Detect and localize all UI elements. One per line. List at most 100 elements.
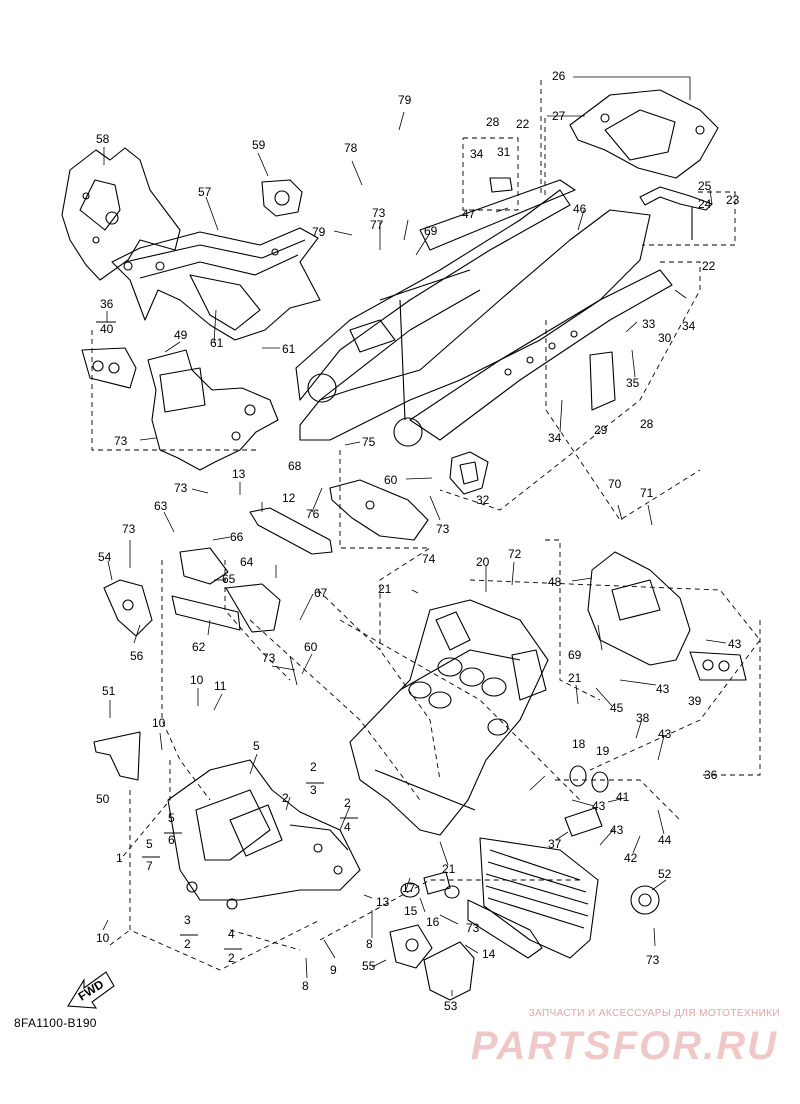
callout-10: 10 bbox=[190, 673, 204, 687]
callout-2e: 2 bbox=[228, 951, 235, 965]
callout-37: 37 bbox=[548, 837, 562, 851]
callout-51: 51 bbox=[102, 684, 116, 698]
part-15-16-17-bushings bbox=[400, 871, 460, 899]
callout-39: 39 bbox=[688, 694, 702, 708]
drawing-code: 8FA1100-B190 bbox=[14, 1016, 97, 1030]
callout-12: 12 bbox=[282, 491, 296, 505]
callout-30: 30 bbox=[658, 331, 672, 345]
watermark-logo: PARTSFOR.RU bbox=[470, 1024, 778, 1068]
callout-21b: 21 bbox=[568, 671, 582, 685]
part-1-front-frame bbox=[167, 759, 361, 910]
callout-63: 63 bbox=[154, 499, 168, 513]
callout-33: 33 bbox=[642, 317, 656, 331]
part-32-bracket bbox=[449, 451, 489, 495]
callout-2c: 2 bbox=[344, 796, 351, 810]
callout-22b: 22 bbox=[702, 259, 716, 273]
callout-73c: 73 bbox=[174, 481, 188, 495]
callout-52: 52 bbox=[658, 867, 672, 881]
part-27-rear-bracket bbox=[569, 89, 719, 179]
callout-8: 8 bbox=[366, 937, 373, 951]
callout-41: 41 bbox=[616, 790, 630, 804]
callout-28: 28 bbox=[486, 115, 500, 129]
callout-31: 31 bbox=[497, 145, 511, 159]
callout-2: 2 bbox=[310, 760, 317, 774]
callout-7: 7 bbox=[146, 859, 153, 873]
callout-66: 66 bbox=[230, 530, 244, 544]
callout-69b: 69 bbox=[568, 648, 582, 662]
callout-16: 16 bbox=[426, 915, 440, 929]
callout-77: 77 bbox=[370, 218, 384, 232]
part-52-cap bbox=[630, 885, 660, 915]
part-radiator-panel bbox=[467, 837, 599, 959]
callout-75: 75 bbox=[362, 435, 376, 449]
callout-34c: 34 bbox=[548, 431, 562, 445]
callout-62: 62 bbox=[192, 640, 206, 654]
part-40-plate bbox=[81, 347, 137, 389]
callout-43: 43 bbox=[728, 637, 742, 651]
callout-59: 59 bbox=[252, 138, 266, 152]
callout-10c: 10 bbox=[96, 931, 110, 945]
callout-79b: 79 bbox=[312, 225, 326, 239]
part-24-rod bbox=[639, 186, 713, 240]
callout-34: 34 bbox=[470, 147, 484, 161]
callout-45: 45 bbox=[610, 701, 624, 715]
part-57-upper-frame bbox=[111, 227, 321, 341]
callout-1: 1 bbox=[116, 851, 123, 865]
callout-21: 21 bbox=[378, 582, 392, 596]
callout-21c: 21 bbox=[442, 862, 456, 876]
callout-26: 26 bbox=[552, 69, 566, 83]
callout-79: 79 bbox=[398, 93, 412, 107]
callout-48: 48 bbox=[548, 575, 562, 589]
callout-65: 65 bbox=[222, 572, 236, 586]
part-65-bracket bbox=[171, 547, 281, 633]
callout-34b: 34 bbox=[682, 319, 696, 333]
watermark-tagline: ЗАПЧАСТИ И АКСЕССУАРЫ ДЛЯ МОТОТЕХНИКИ bbox=[528, 1008, 780, 1019]
part-12-bar bbox=[249, 507, 333, 555]
callout-14: 14 bbox=[482, 947, 496, 961]
callout-29: 29 bbox=[594, 423, 608, 437]
callout-50: 50 bbox=[96, 792, 110, 806]
callout-15: 15 bbox=[404, 904, 418, 918]
callout-38: 38 bbox=[636, 711, 650, 725]
callout-64: 64 bbox=[240, 555, 254, 569]
callout-72: 72 bbox=[508, 547, 522, 561]
part-50-bracket bbox=[93, 731, 141, 781]
part-55-part-53-lower bbox=[389, 924, 475, 1001]
callout-43c: 43 bbox=[658, 727, 672, 741]
part-48-bracket bbox=[587, 551, 691, 666]
callout-61: 61 bbox=[210, 336, 224, 350]
callout-74: 74 bbox=[422, 552, 436, 566]
callout-61b: 61 bbox=[282, 342, 296, 356]
callout-70: 70 bbox=[608, 477, 622, 491]
callout-19: 19 bbox=[596, 744, 610, 758]
callout-46: 46 bbox=[573, 202, 587, 216]
callout-71: 71 bbox=[640, 486, 654, 500]
callout-3: 3 bbox=[310, 783, 317, 797]
callout-73h: 73 bbox=[646, 953, 660, 967]
callout-35: 35 bbox=[626, 376, 640, 390]
callout-10b: 10 bbox=[152, 716, 166, 730]
callout-4b: 4 bbox=[228, 927, 235, 941]
callout-4: 4 bbox=[344, 820, 351, 834]
part-54-plate bbox=[103, 579, 153, 637]
callout-49: 49 bbox=[174, 328, 188, 342]
part-18-19-washers bbox=[564, 765, 609, 837]
callout-23: 23 bbox=[726, 193, 740, 207]
callout-8b: 8 bbox=[302, 979, 309, 993]
callout-73f: 73 bbox=[262, 651, 276, 665]
callout-5c: 5 bbox=[146, 837, 153, 851]
callout-2d: 2 bbox=[184, 937, 191, 951]
part-59-plate bbox=[261, 179, 303, 217]
callout-76: 76 bbox=[306, 507, 320, 521]
callout-9: 9 bbox=[330, 963, 337, 977]
callout-43d: 43 bbox=[592, 799, 606, 813]
part-68-main-frame bbox=[295, 179, 651, 447]
part-39-plate bbox=[689, 651, 747, 681]
callout-58: 58 bbox=[96, 132, 110, 146]
callout-labels: 79 26 27 22 28 34 31 78 58 59 57 47 46 2… bbox=[96, 69, 742, 1013]
callout-55: 55 bbox=[362, 959, 376, 973]
part-31-bracket bbox=[489, 177, 513, 193]
callout-73: 73 bbox=[372, 206, 386, 220]
callout-5: 5 bbox=[253, 739, 260, 753]
